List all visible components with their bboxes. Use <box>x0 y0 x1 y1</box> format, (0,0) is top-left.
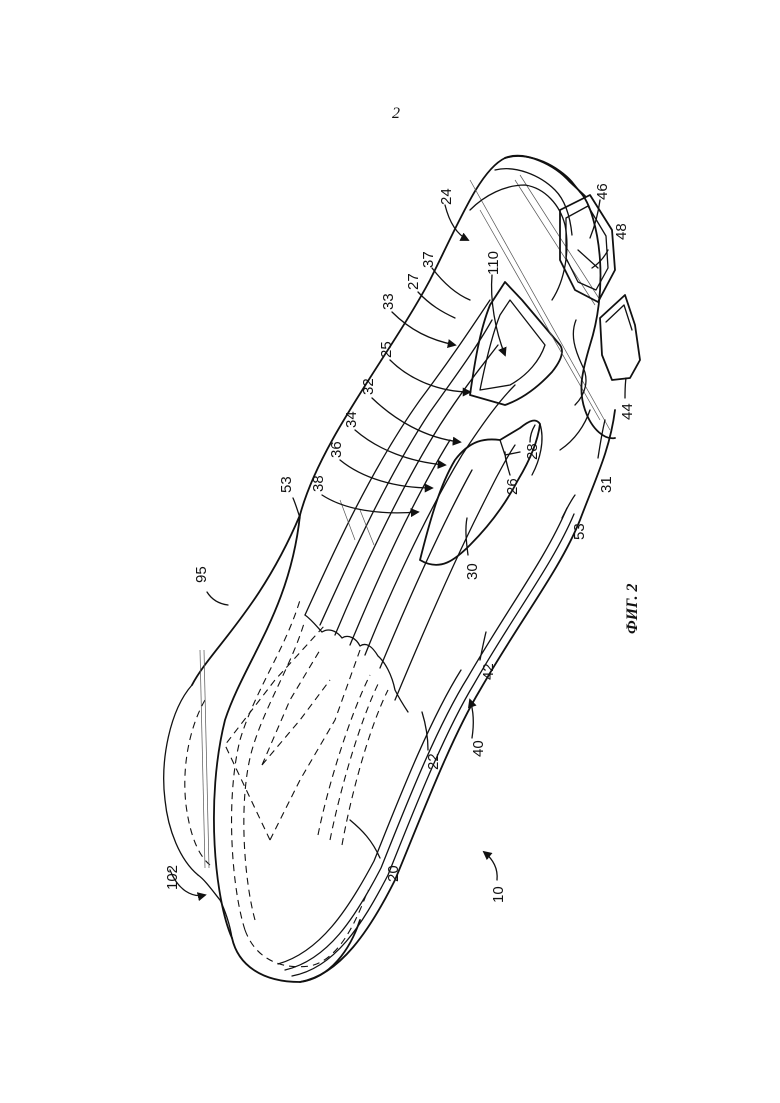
rear-inner-dashed <box>232 600 368 967</box>
label-37: 37 <box>420 251 437 268</box>
label-42: 42 <box>480 663 497 680</box>
label-48: 48 <box>613 223 630 240</box>
label-30: 30 <box>464 563 481 580</box>
label-32: 32 <box>360 378 377 395</box>
label-44: 44 <box>619 403 636 420</box>
label-38: 38 <box>310 475 327 492</box>
label-40: 40 <box>470 740 487 757</box>
core-dashed-outline <box>225 625 360 840</box>
label-95: 95 <box>193 566 210 583</box>
label-31: 31 <box>598 476 615 493</box>
side-tab-44 <box>600 295 640 380</box>
label-22: 22 <box>425 753 442 770</box>
rear-flap <box>164 515 300 938</box>
label-26: 26 <box>504 478 521 495</box>
label-27: 27 <box>405 273 422 290</box>
rear-end-edge <box>232 920 360 982</box>
label-25: 25 <box>378 341 395 358</box>
label-53-top: 53 <box>278 476 295 493</box>
central-zone-outline <box>420 421 540 565</box>
figure-caption: ФИГ. 2 <box>624 583 641 634</box>
label-33: 33 <box>380 293 397 310</box>
label-24: 24 <box>438 188 455 205</box>
label-46: 46 <box>594 183 611 200</box>
label-102: 102 <box>164 865 181 890</box>
label-34: 34 <box>343 411 360 428</box>
label-110: 110 <box>485 251 502 275</box>
label-20: 20 <box>385 865 402 882</box>
label-10: 10 <box>490 886 507 903</box>
label-36: 36 <box>328 441 345 458</box>
label-53-bottom: 53 <box>571 523 588 540</box>
label-28: 28 <box>524 443 541 460</box>
front-end-and-tabs <box>470 156 640 450</box>
page-number: 2 <box>392 105 400 122</box>
front-diamond-outline <box>470 282 562 405</box>
